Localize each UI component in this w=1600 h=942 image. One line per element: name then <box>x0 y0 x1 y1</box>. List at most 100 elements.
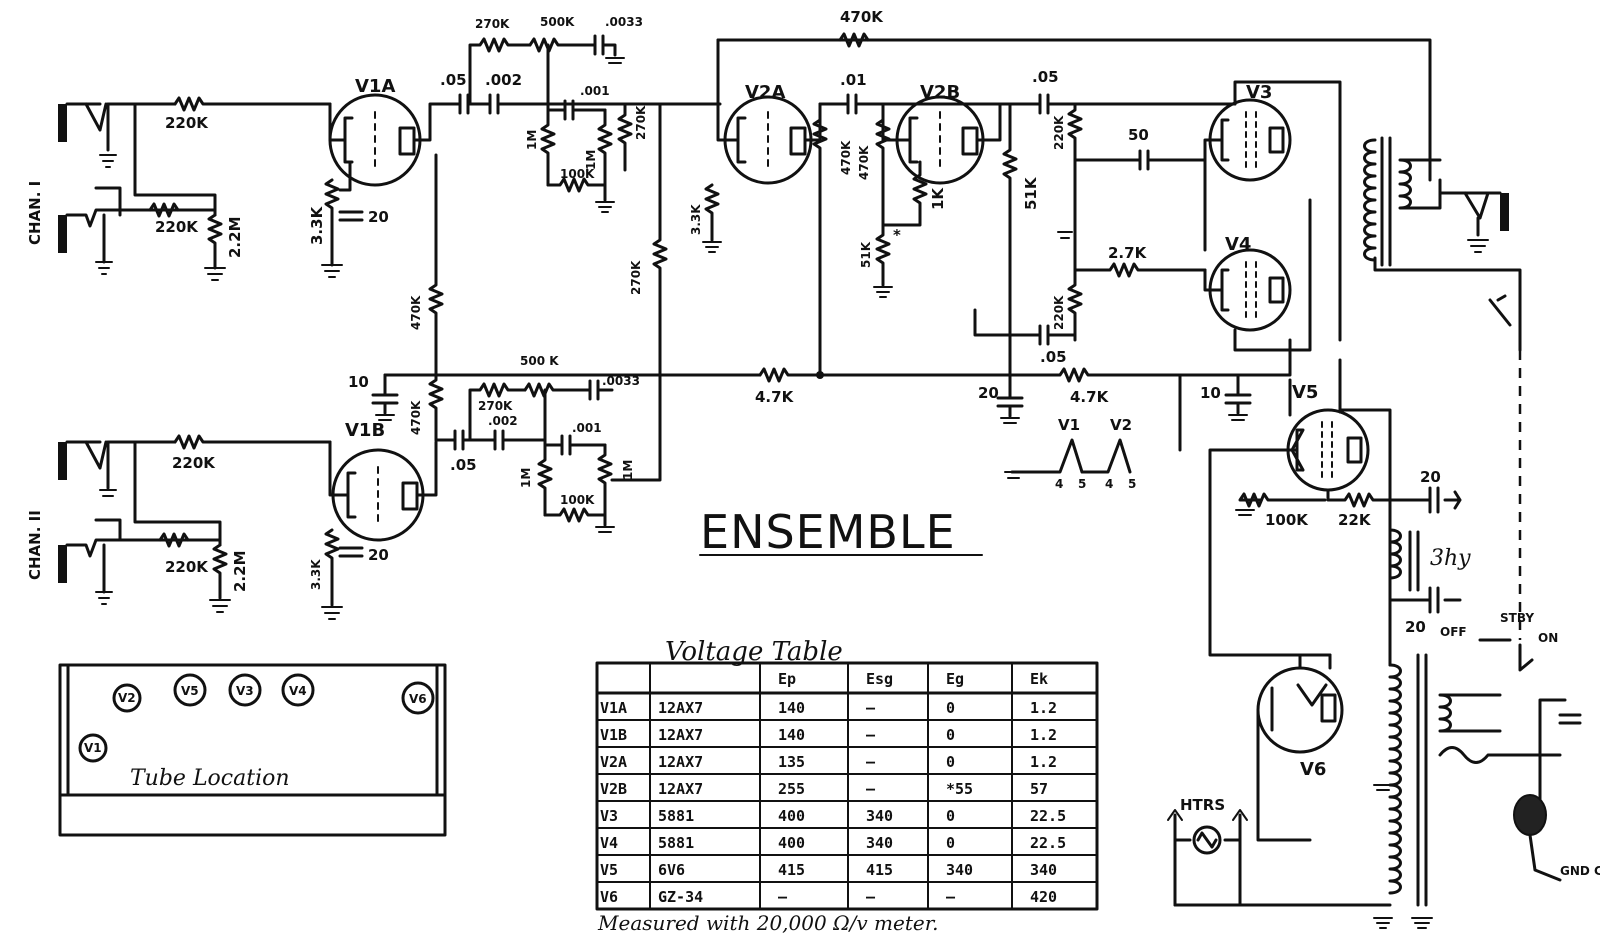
resistor-3-3k-b-label: 3.3K <box>309 559 323 590</box>
wire <box>133 102 217 217</box>
wire <box>133 440 222 547</box>
voltage-table-cell: 12AX7 <box>658 699 703 717</box>
ground-symbol <box>595 201 615 213</box>
resistor-220k-d <box>158 532 190 548</box>
tube-location-title: Tube Location <box>130 766 290 791</box>
capacitor-20-d <box>1428 486 1462 514</box>
potentiometer-500k-b-label: 500 K <box>520 354 559 368</box>
resistor-1m-c <box>537 443 553 517</box>
capacitor-20-c-label: 20 <box>978 384 999 402</box>
voltage-table-cell: — <box>946 888 956 906</box>
ground-clip-label: GND CLIP <box>1560 864 1600 878</box>
ground-symbol <box>873 286 893 298</box>
wire <box>94 186 122 217</box>
voltage-table-cell: 22.5 <box>1030 834 1066 852</box>
input-jack-2b <box>58 538 222 605</box>
capacitor-001-b-label: .001 <box>572 421 602 435</box>
resistor-270k-d-label: 270K <box>478 399 513 413</box>
wire <box>975 102 1042 142</box>
voltage-table-cell: 340 <box>1030 861 1057 879</box>
voltage-table-cell: 22.5 <box>1030 807 1066 825</box>
resistor-1m-b <box>597 108 613 202</box>
voltage-table-cell: 135 <box>778 753 805 771</box>
heater-arrows <box>1167 809 1248 821</box>
voltage-table-cell: 415 <box>866 861 893 879</box>
voltage-table-cell: 0 <box>946 753 955 771</box>
wire <box>1178 338 1292 452</box>
ground-symbol <box>1004 471 1023 479</box>
output-transformer-core <box>1380 136 1392 267</box>
resistor-51k-b-label: 51K <box>1022 176 1040 210</box>
resistor-220k-f <box>1067 268 1083 342</box>
tube-v1a-label: V1A <box>355 76 395 97</box>
resistor-2-2m-b-label: 2.2M <box>231 551 249 593</box>
capacitor-05-b-label: .05 <box>450 456 477 474</box>
ground-symbol <box>1373 784 1393 791</box>
resistor-2-7k <box>1073 262 1207 278</box>
resistor-4-7k-b-label: 4.7K <box>1070 388 1110 406</box>
resistor-2-2m-a-label: 2.2M <box>226 217 244 259</box>
heater-v1-label: V1 <box>1058 416 1080 434</box>
voltage-table-cell: 1.2 <box>1030 726 1057 744</box>
fuse <box>1438 746 1562 764</box>
channel-1-label: CHAN. I <box>26 181 44 245</box>
voltage-table-cell: V3 <box>600 807 618 825</box>
resistor-470k-d <box>812 102 828 377</box>
input-jack-1a <box>58 102 117 168</box>
wire <box>1256 653 1332 842</box>
voltage-table-cell: 0 <box>946 834 955 852</box>
capacitor-0033-b-label: .0033 <box>602 374 640 388</box>
capacitor-002-a <box>466 93 642 115</box>
capacitor-20-c <box>996 373 1024 418</box>
tube-v2b-label: V2B <box>920 82 960 103</box>
resistor-470k-feedback <box>838 32 870 48</box>
voltage-table-cell: 340 <box>866 807 893 825</box>
resistor-220k-b-label: 220K <box>155 218 199 236</box>
capacitor-05-c <box>1038 93 1237 115</box>
capacitor-20-a-label: 20 <box>368 208 389 226</box>
standby-link <box>1488 294 1512 327</box>
voltage-table-cell: 400 <box>778 807 805 825</box>
ground-symbol <box>1057 231 1073 239</box>
output-transformer-primary <box>1363 138 1377 262</box>
capacitor-20-d-label: 20 <box>1420 468 1441 486</box>
voltage-table-cell: 5881 <box>658 807 694 825</box>
resistor-270k-b-label: 270K <box>634 105 648 140</box>
resistor-470k-e-label: 470K <box>857 145 871 180</box>
wire <box>716 102 740 142</box>
resistor-220k-d-label: 220K <box>165 558 209 576</box>
input-jack-1b <box>58 208 217 275</box>
resistor-1m-d-label: 1M <box>621 460 635 480</box>
wire <box>338 160 352 192</box>
voltage-table-header-cell: Ep <box>778 670 796 688</box>
ground-symbol <box>209 599 231 613</box>
capacitor-0033-a-label: .0033 <box>605 15 643 29</box>
ground-symbol <box>321 264 343 278</box>
resistor-220k-f-label: 220K <box>1052 295 1066 330</box>
standby-switch <box>1478 638 1534 672</box>
resistor-270k-d <box>468 382 527 442</box>
resistor-220k-e-label: 220K <box>1052 115 1066 150</box>
ground-symbol <box>1000 417 1020 424</box>
capacitor-002-a-label: .002 <box>485 71 522 89</box>
resistor-1m-d <box>597 443 613 527</box>
resistor-470k-b <box>428 373 444 442</box>
voltage-table-cell: GZ-34 <box>658 888 703 906</box>
tube-location-v5: V5 <box>181 684 199 698</box>
tube-v6-label: V6 <box>1300 759 1326 780</box>
capacitor-20-a <box>338 210 364 222</box>
tube-v3-label: V3 <box>1246 82 1272 103</box>
resistor-270k-a <box>468 37 532 106</box>
voltage-table-cell: 12AX7 <box>658 780 703 798</box>
resistor-4-7k-a <box>758 367 1012 383</box>
voltage-table-cell: V2B <box>600 780 627 798</box>
capacitor-05-c-label: .05 <box>1032 68 1059 86</box>
resistor-220k-a <box>173 96 332 112</box>
voltage-table-cell: 0 <box>946 807 955 825</box>
input-jack-2a <box>58 440 117 497</box>
heater-wire <box>1173 813 1242 907</box>
ground-symbol <box>1411 917 1433 929</box>
potentiometer-500k-c <box>523 382 592 398</box>
